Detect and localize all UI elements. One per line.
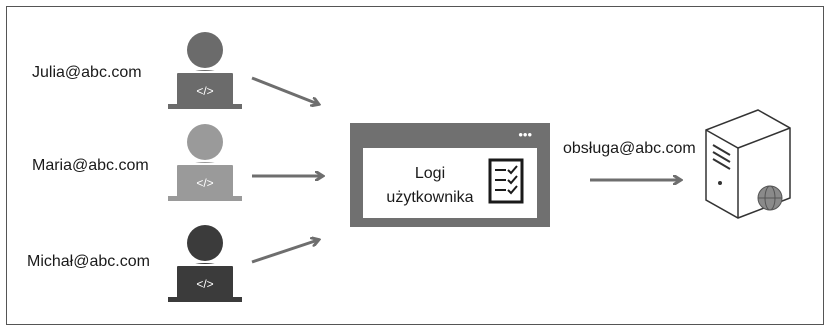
- user-icon-julia: </>: [168, 32, 242, 109]
- user-email-julia: Julia@abc.com: [32, 64, 142, 81]
- server-icon: [705, 109, 791, 219]
- arrow-julia: [251, 76, 318, 104]
- globe-icon: [757, 185, 783, 211]
- code-icon: </>: [196, 84, 213, 98]
- window-dots: •••: [518, 127, 532, 142]
- window-title-line1: Logi: [415, 165, 445, 182]
- code-icon: </>: [196, 277, 213, 291]
- window-title-line2: użytkownika: [386, 189, 473, 206]
- user-logs-window: ••• Logi użytkownika: [350, 123, 550, 227]
- user-email-maria: Maria@abc.com: [32, 157, 149, 174]
- arrow-michal: [251, 240, 318, 264]
- service-email: obsługa@abc.com: [563, 140, 696, 157]
- checklist-icon: [488, 158, 524, 204]
- user-icon-michal: </>: [168, 225, 242, 302]
- user-email-michal: Michał@abc.com: [27, 253, 150, 270]
- code-icon: </>: [196, 176, 213, 190]
- user-icon-maria: </>: [168, 124, 242, 201]
